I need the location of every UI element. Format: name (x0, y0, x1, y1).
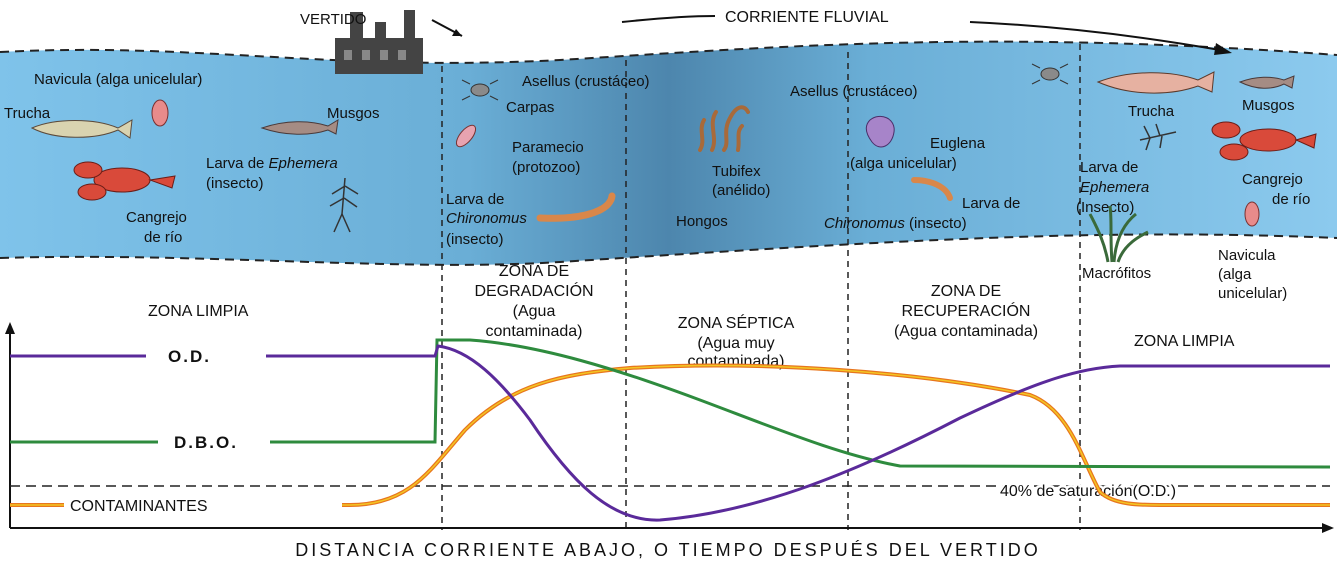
musgos-left-label: Musgos (327, 105, 380, 122)
current-line-left (621, 15, 716, 23)
navicula-left-label: Navicula (alga unicelular) (34, 71, 202, 88)
zona-degradacion-2: DEGRADACIÓN (474, 281, 593, 300)
cangrejo-left-label-1: Cangrejo (126, 209, 187, 226)
zona-limpia-2: ZONA LIMPIA (1134, 333, 1235, 350)
cangrejo-right-label-2: de río (1272, 191, 1310, 208)
larva-ephemera-2-label-1: Larva de (1080, 159, 1138, 176)
navicula-right-label-1: Navicula (1218, 247, 1276, 264)
larva-ephemera-2-label-3: (Insecto) (1076, 199, 1134, 216)
zona-recuperacion-3: (Agua contaminada) (894, 323, 1038, 340)
trout-icon-right (1096, 71, 1215, 94)
dbo-label-bg (158, 428, 270, 454)
zona-limpia-1: ZONA LIMPIA (148, 303, 249, 320)
zona-septica-2: (Agua muy (697, 335, 774, 352)
river-bottom-edge (0, 233, 1337, 266)
zona-septica-1: ZONA SÉPTICA (678, 313, 795, 332)
carpas-label: Carpas (506, 99, 554, 116)
euglena-icon (865, 116, 895, 148)
musgos-right-label: Musgos (1242, 97, 1295, 114)
zona-recuperacion-2: RECUPERACIÓN (902, 301, 1031, 320)
zona-recuperacion-1: ZONA DE (931, 283, 1001, 300)
larva-chironomus-2-label-1: Larva de (962, 195, 1020, 212)
trout-icon (30, 119, 133, 139)
vertido-label: VERTIDO (300, 11, 366, 28)
trucha-left-label: Trucha (4, 105, 51, 122)
macrofitos-label: Macrófitos (1082, 265, 1151, 282)
zone-separators (441, 44, 1081, 530)
zona-degradacion-3: (Agua (513, 303, 556, 320)
hongos-label: Hongos (676, 213, 728, 230)
river-band (0, 41, 1337, 265)
larva-ephemera-label-2: (insecto) (206, 175, 264, 192)
larva-chironomus-label-2: Chironomus (446, 210, 527, 227)
contaminantes-label: CONTAMINANTES (70, 498, 207, 515)
river-top-edge (0, 40, 1337, 64)
cangrejo-left-label-2: de río (144, 229, 182, 246)
y-axis-arrow (5, 322, 15, 334)
chironomus-larva-icon-1 (536, 192, 616, 222)
dbo-curve (10, 338, 1331, 469)
navicula-icon-right (1244, 201, 1260, 227)
asellus-icon-1 (461, 79, 499, 101)
od-label: O.D. (168, 347, 211, 366)
tubifex-label-1: Tubifex (712, 163, 761, 180)
cangrejo-right-label-1: Cangrejo (1242, 171, 1303, 188)
navicula-right-label-3: unicelular) (1218, 285, 1287, 302)
contaminantes-curve-inner (10, 364, 1330, 506)
contaminantes-label-bg (64, 492, 342, 516)
od-curve (10, 344, 1330, 522)
paramecio-label-1: Paramecio (512, 139, 584, 156)
tubifex-icon (698, 105, 750, 152)
navicula-icon (151, 99, 169, 127)
vertido-arrow-head (452, 29, 462, 36)
x-axis-label: DISTANCIA CORRIENTE ABAJO, O TIEMPO DESP… (295, 540, 1040, 560)
larva-ephemera-label-1: Larva de Ephemera (206, 155, 338, 172)
larva-chironomus-2-label-2: Chironomus (insecto) (824, 215, 967, 232)
paramecio-label-2: (protozoo) (512, 159, 580, 176)
asellus-1-label: Asellus (crustáceo) (522, 73, 650, 90)
musgos-fish-icon-right (1238, 75, 1295, 89)
larva-chironomus-label-1: Larva de (446, 191, 504, 208)
asellus-2-label: Asellus (crustáceo) (790, 83, 918, 100)
ephemera-larva-icon (329, 177, 359, 233)
zona-degradacion-1: ZONA DE (499, 263, 569, 280)
ephemera-larva-icon-right (1139, 123, 1177, 151)
saturation-label: 40% de saturación(O.D.) (1000, 483, 1176, 500)
dbo-label: D.B.O. (174, 433, 238, 452)
current-line-right (969, 21, 1221, 51)
crayfish-icon-right (1211, 121, 1317, 161)
chironomus-larva-icon-2 (911, 177, 953, 201)
crayfish-icon-left (73, 161, 176, 201)
asellus-icon-2 (1031, 63, 1069, 85)
macrophyte-icon (1088, 205, 1149, 263)
navicula-right-label-2: (alga (1218, 266, 1252, 283)
zona-degradacion-4: contaminada) (486, 323, 583, 340)
tubifex-label-2: (anélido) (712, 182, 770, 199)
x-axis-arrow (1322, 523, 1334, 533)
od-label-bg (146, 342, 266, 368)
larva-ephemera-2-label-2: Ephemera (1080, 179, 1149, 196)
euglena-label-1: Euglena (930, 135, 986, 152)
current-arrow-head (1214, 43, 1232, 55)
trucha-right-label: Trucha (1128, 103, 1175, 120)
musgos-fish-icon (260, 119, 339, 135)
factory-icon (335, 10, 423, 74)
paramecio-icon (455, 124, 477, 148)
larva-chironomus-label-3: (insecto) (446, 231, 504, 248)
corriente-fluvial-label: CORRIENTE FLUVIAL (725, 9, 889, 26)
euglena-label-2: (alga unicelular) (850, 155, 957, 172)
